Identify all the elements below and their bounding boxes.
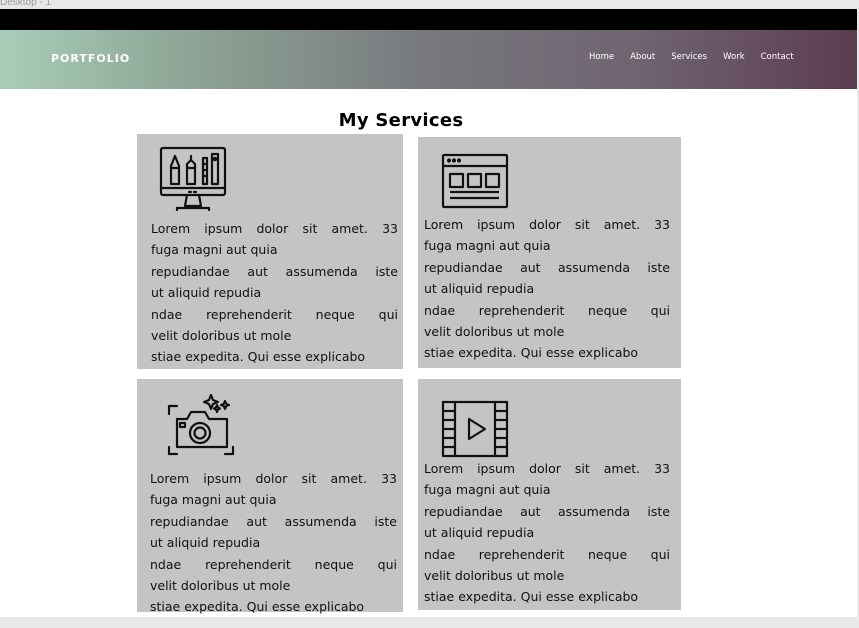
description-line: velit doloribus ut mole [151,328,292,344]
service-card-description: Lorem ipsum dolor sit amet. 33 fuga magn… [424,458,670,608]
description-line: fuga magni aut quia [424,482,551,498]
service-card-photography: Lorem ipsum dolor sit amet. 33 fuga magn… [137,379,403,614]
brand-logo-text[interactable]: PORTFOLIO [51,52,131,65]
description-line: fuga magni aut quia [151,242,278,258]
description-line: velit doloribus ut mole [424,324,565,340]
description-line: Lorem ipsum dolor sit amet. 33 [424,461,670,476]
description-line: ut aliquid repudia [151,285,262,301]
main-nav: Home About Services Work Contact [589,52,794,62]
description-line: stiae expedita. Qui esse explicabo [424,589,639,605]
nav-about-link[interactable]: About [630,52,656,62]
design-tools-monitor-icon [159,146,227,212]
canvas-frame-label: Desktop - 1 [0,0,52,8]
web-layout-browser-icon [441,153,509,209]
service-card-description: Lorem ipsum dolor sit amet. 33 fuga magn… [150,468,397,617]
top-black-bar [0,9,857,30]
services-heading: My Services [338,110,464,131]
description-line: repudiandae aut assumenda iste [151,263,398,279]
description-line: ndae reprehenderit neque qui [150,556,397,572]
description-line: fuga magni aut quia [424,238,551,254]
nav-home-link[interactable]: Home [589,52,615,62]
description-line: repudiandae aut assumenda iste [424,259,670,275]
description-line: Lorem ipsum dolor sit amet. 33 [150,471,397,486]
description-line: ut aliquid repudia [424,525,535,541]
nav-contact-link[interactable]: Contact [760,52,794,62]
service-card-web: Lorem ipsum dolor sit amet. 33 fuga magn… [418,137,681,368]
description-line: stiae expedita. Qui esse explicabo [151,349,366,365]
description-line: velit doloribus ut mole [150,578,291,594]
description-line: repudiandae aut assumenda iste [150,513,397,529]
description-line: Lorem ipsum dolor sit amet. 33 [151,221,398,236]
service-card-description: Lorem ipsum dolor sit amet. 33 fuga magn… [424,214,670,364]
service-card-video: Lorem ipsum dolor sit amet. 33 fuga magn… [418,379,681,610]
description-line: stiae expedita. Qui esse explicabo [424,345,639,361]
nav-services-link[interactable]: Services [671,52,708,62]
service-card-description: Lorem ipsum dolor sit amet. 33 fuga magn… [151,218,398,368]
description-line: stiae expedita. Qui esse explicabo [150,599,365,615]
description-line: fuga magni aut quia [150,492,277,508]
description-line: velit doloribus ut mole [424,568,565,584]
video-film-play-icon [441,400,509,458]
service-card-design: Lorem ipsum dolor sit amet. 33 fuga magn… [137,134,403,369]
description-line: ndae reprehenderit neque qui [424,302,670,318]
description-line: ndae reprehenderit neque qui [151,306,398,322]
description-line: ndae reprehenderit neque qui [424,546,670,562]
header-hero: PORTFOLIO Home About Services Work Conta… [0,30,857,89]
camera-sparkle-icon [167,393,235,456]
desktop-frame: PORTFOLIO Home About Services Work Conta… [0,9,857,617]
description-line: ut aliquid repudia [424,281,535,297]
description-line: repudiandae aut assumenda iste [424,503,670,519]
nav-work-link[interactable]: Work [723,52,745,62]
description-line: Lorem ipsum dolor sit amet. 33 [424,217,670,232]
description-line: ut aliquid repudia [150,535,261,551]
